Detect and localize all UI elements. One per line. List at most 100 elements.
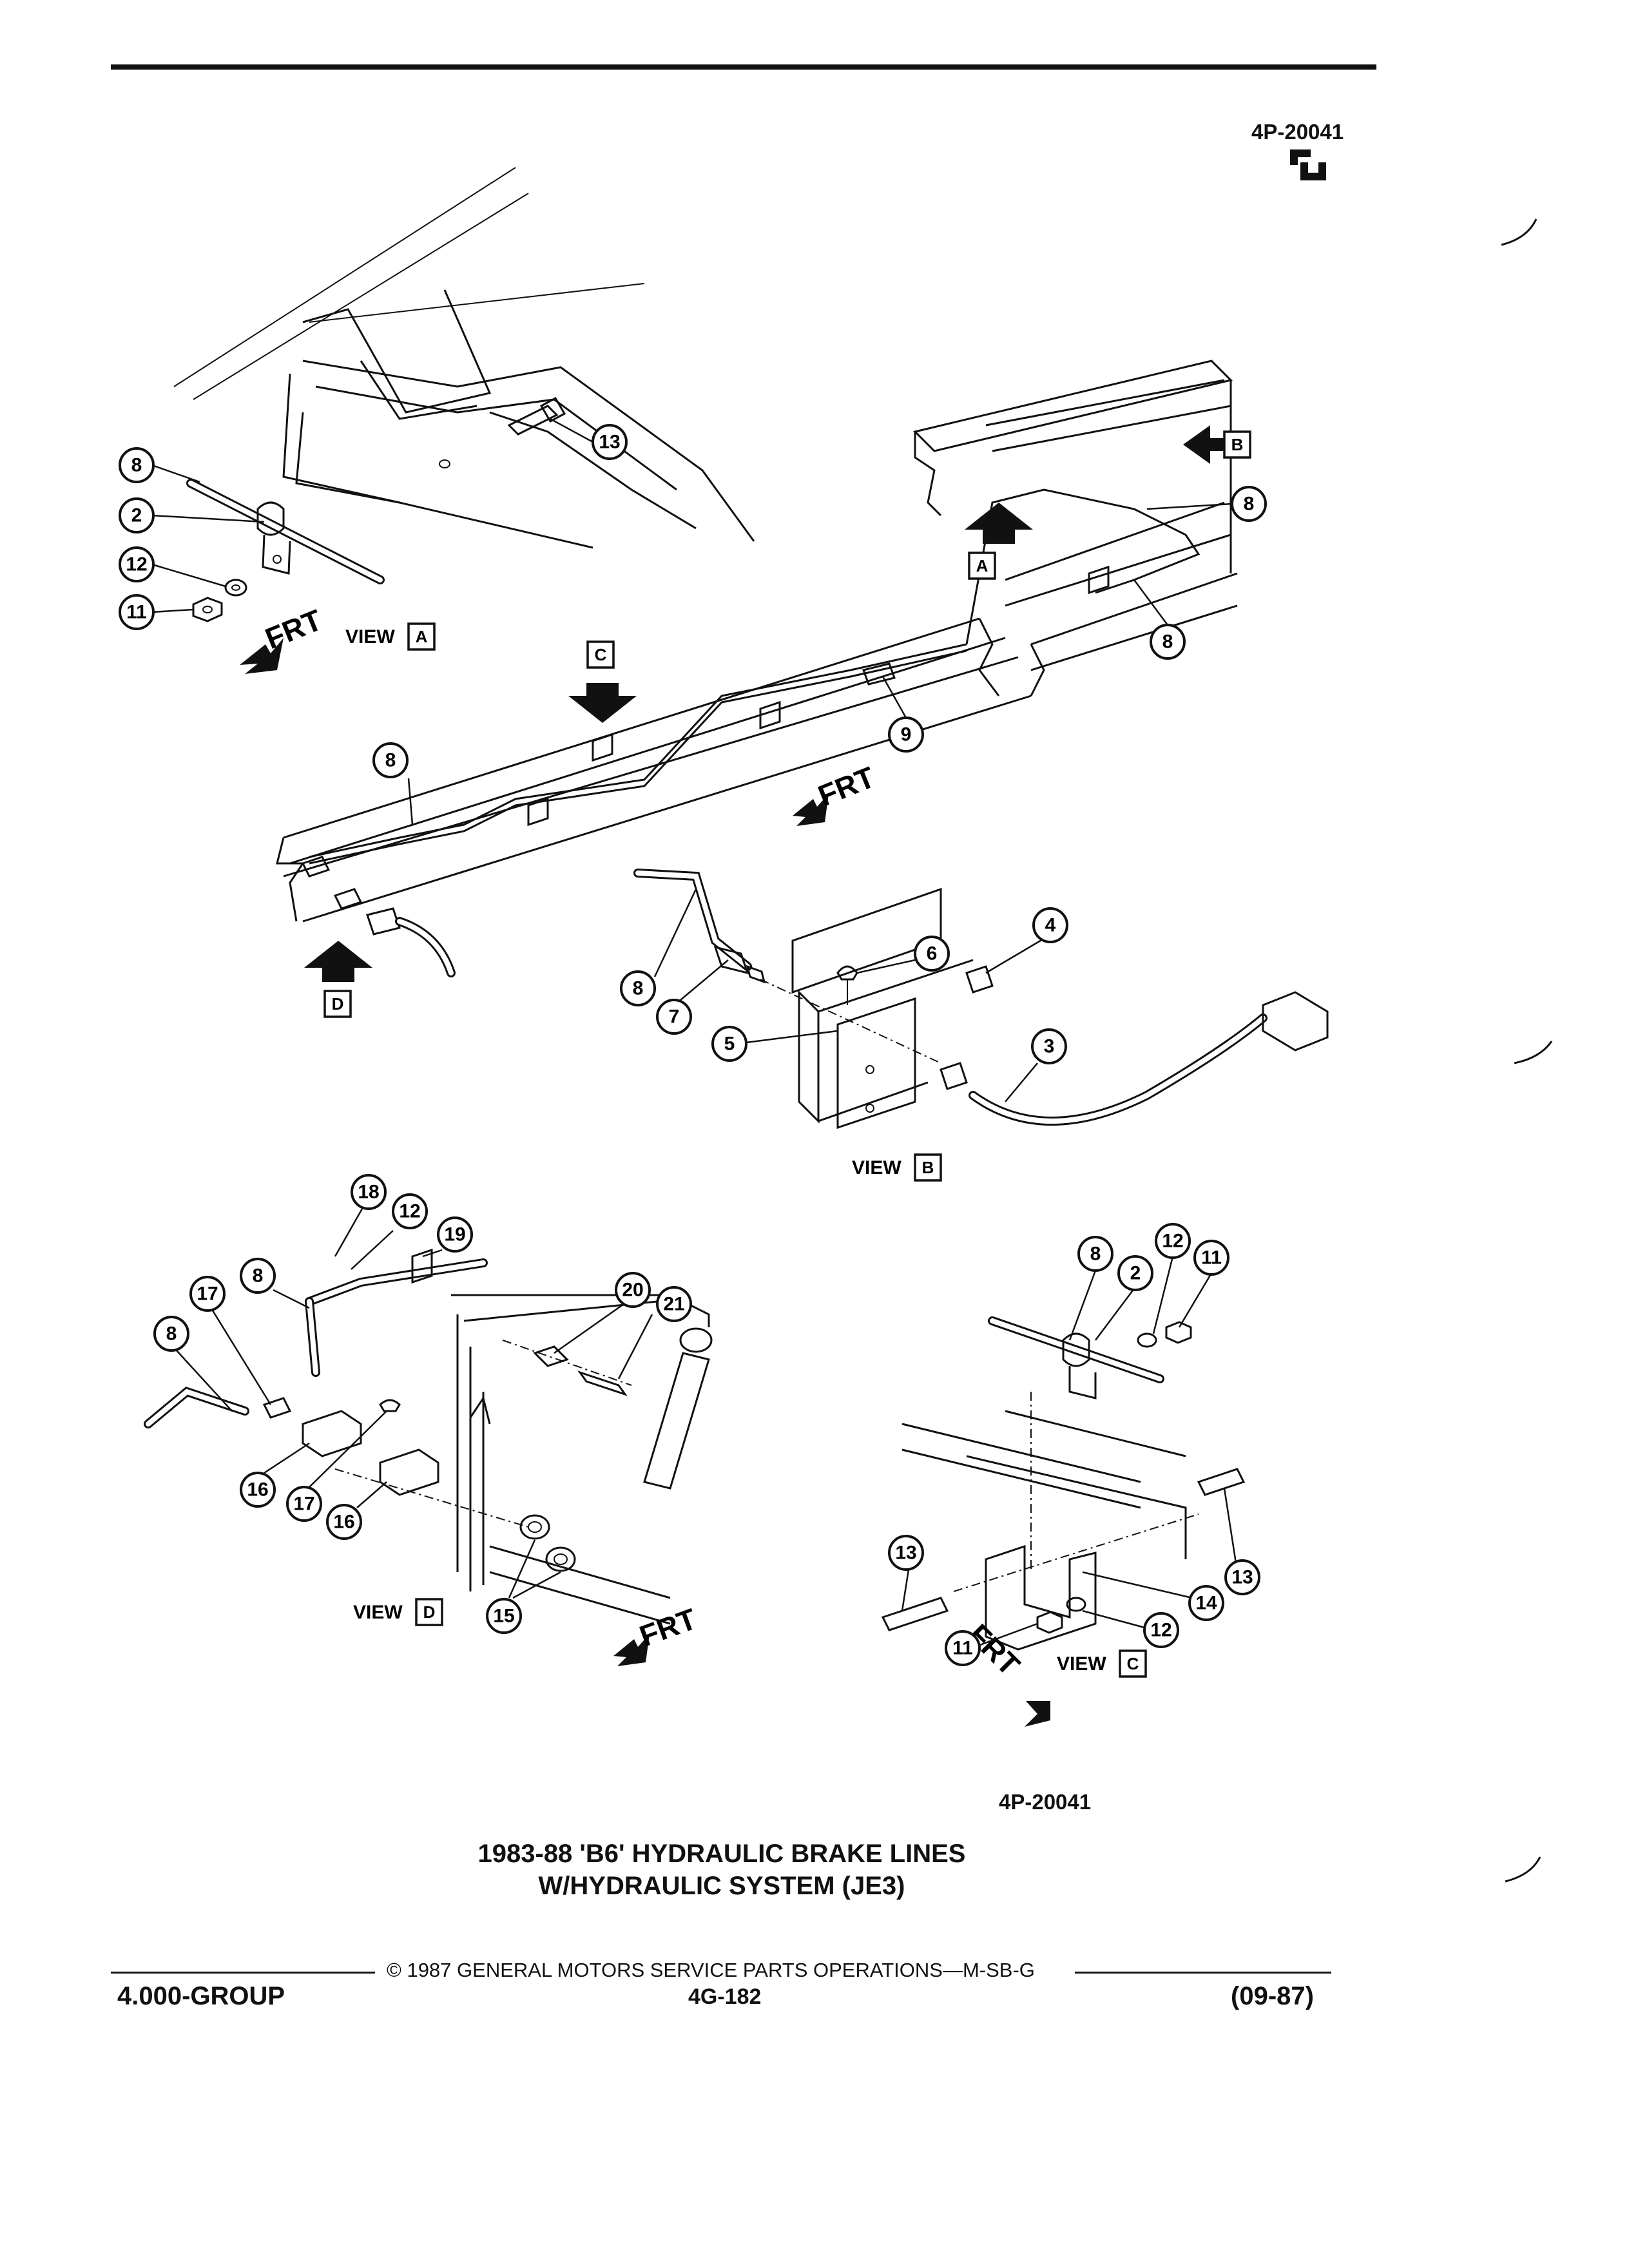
frt-arrow-main: FRT: [793, 760, 880, 826]
svg-text:A: A: [416, 627, 428, 646]
callout-3: 3: [1031, 1028, 1067, 1064]
svg-text:9: 9: [901, 724, 912, 745]
callout-6: 6: [914, 936, 950, 972]
svg-text:A: A: [976, 556, 988, 575]
svg-text:5: 5: [724, 1033, 735, 1055]
footer-rule-left: [111, 1972, 375, 1974]
view-b-drawing: [633, 869, 1329, 1129]
svg-text:13: 13: [599, 432, 620, 453]
svg-text:11: 11: [1201, 1247, 1222, 1269]
view-label-b: VIEW B: [852, 1153, 942, 1182]
callout-18: 18: [351, 1174, 387, 1210]
svg-text:2: 2: [131, 505, 142, 526]
callout-7: 7: [656, 999, 692, 1035]
svg-text:15: 15: [493, 1606, 514, 1627]
callout-11: 11: [945, 1630, 981, 1666]
footer-page-number: 4G-182: [688, 1984, 762, 2009]
top-rule: [111, 64, 1376, 70]
svg-text:8: 8: [253, 1265, 264, 1287]
callout-15: 15: [486, 1598, 522, 1634]
frt-arrow-view-a: FRT: [240, 603, 327, 674]
leader-lines: [151, 416, 1237, 1647]
svg-text:3: 3: [1044, 1036, 1055, 1057]
figure-title-line-2: W/HYDRAULIC SYSTEM (JE3): [538, 1872, 905, 1900]
svg-text:12: 12: [126, 554, 147, 575]
svg-text:FRT: FRT: [635, 1602, 701, 1653]
callout-12: 12: [1155, 1223, 1191, 1259]
svg-text:8: 8: [1244, 494, 1255, 515]
callout-8: 8: [372, 742, 409, 778]
callout-19: 19: [437, 1216, 473, 1253]
callout-16: 16: [326, 1504, 362, 1540]
callout-11: 11: [119, 594, 155, 630]
callout-9: 9: [888, 716, 924, 753]
svg-text:13: 13: [895, 1542, 916, 1564]
frame-rail-main: [276, 360, 1238, 977]
svg-text:B: B: [1231, 435, 1244, 454]
svg-text:VIEW: VIEW: [345, 626, 395, 648]
callout-8: 8: [1077, 1236, 1113, 1272]
view-label-a: VIEW A: [345, 622, 436, 651]
callout-8: 8: [620, 970, 656, 1006]
callout-4: 4: [1032, 907, 1068, 943]
view-a-drawing: [173, 167, 755, 622]
svg-text:7: 7: [669, 1006, 680, 1028]
svg-text:VIEW: VIEW: [1057, 1653, 1106, 1675]
svg-text:12: 12: [1162, 1231, 1183, 1252]
callout-2: 2: [119, 497, 155, 533]
view-arrow-a: [965, 503, 1033, 544]
svg-text:FRT: FRT: [813, 760, 879, 813]
box-label-c: C: [586, 640, 615, 669]
figure-code-bottom: 4P-20041: [999, 1790, 1092, 1814]
svg-text:13: 13: [1231, 1567, 1253, 1588]
callout-17: 17: [286, 1486, 322, 1522]
svg-text:4: 4: [1045, 915, 1056, 936]
callout-21: 21: [656, 1286, 692, 1322]
svg-text:21: 21: [663, 1294, 684, 1315]
svg-text:C: C: [1127, 1654, 1139, 1673]
view-label-d: VIEW D: [353, 1598, 443, 1626]
svg-text:8: 8: [131, 455, 142, 476]
svg-text:C: C: [595, 645, 607, 664]
figure-title-line-1: 1983-88 'B6' HYDRAULIC BRAKE LINES: [477, 1840, 966, 1868]
page-curl-marks: [1501, 218, 1553, 1883]
svg-text:8: 8: [633, 978, 644, 999]
svg-text:12: 12: [1150, 1620, 1171, 1641]
view-label-c: VIEW C: [1057, 1649, 1147, 1678]
svg-text:8: 8: [1090, 1244, 1101, 1265]
svg-text:20: 20: [622, 1280, 643, 1301]
callout-8: 8: [240, 1258, 276, 1294]
callout-12: 12: [392, 1193, 428, 1229]
svg-text:11: 11: [126, 602, 147, 623]
view-arrow-d: [304, 941, 372, 982]
svg-text:11: 11: [952, 1638, 973, 1659]
svg-text:18: 18: [358, 1182, 379, 1203]
svg-text:VIEW: VIEW: [852, 1157, 901, 1178]
view-arrow-c: [568, 683, 637, 723]
svg-text:VIEW: VIEW: [353, 1602, 403, 1623]
svg-text:17: 17: [197, 1283, 218, 1305]
callout-17: 17: [189, 1276, 226, 1312]
svg-text:6: 6: [927, 943, 938, 965]
svg-text:D: D: [423, 1602, 436, 1622]
callout-12: 12: [119, 546, 155, 582]
callout-8: 8: [119, 447, 155, 483]
callout-13: 13: [888, 1535, 924, 1571]
callout-20: 20: [615, 1272, 651, 1308]
svg-text:2: 2: [1130, 1263, 1141, 1284]
callout-12: 12: [1143, 1612, 1179, 1648]
callout-11: 11: [1193, 1240, 1229, 1276]
footer-copyright: © 1987 GENERAL MOTORS SERVICE PARTS OPER…: [387, 1959, 1035, 1981]
svg-text:8: 8: [166, 1323, 177, 1345]
svg-text:D: D: [332, 994, 344, 1014]
svg-text:8: 8: [1162, 631, 1173, 653]
callout-13: 13: [592, 424, 628, 460]
callout-14: 14: [1188, 1585, 1224, 1621]
footer-group: 4.000-GROUP: [117, 1982, 285, 2010]
svg-text:8: 8: [385, 750, 396, 771]
frt-arrow-view-c: FRT: [962, 1617, 1050, 1727]
svg-text:B: B: [922, 1158, 934, 1177]
svg-text:16: 16: [247, 1479, 268, 1501]
footer-rule-right: [1075, 1972, 1331, 1974]
